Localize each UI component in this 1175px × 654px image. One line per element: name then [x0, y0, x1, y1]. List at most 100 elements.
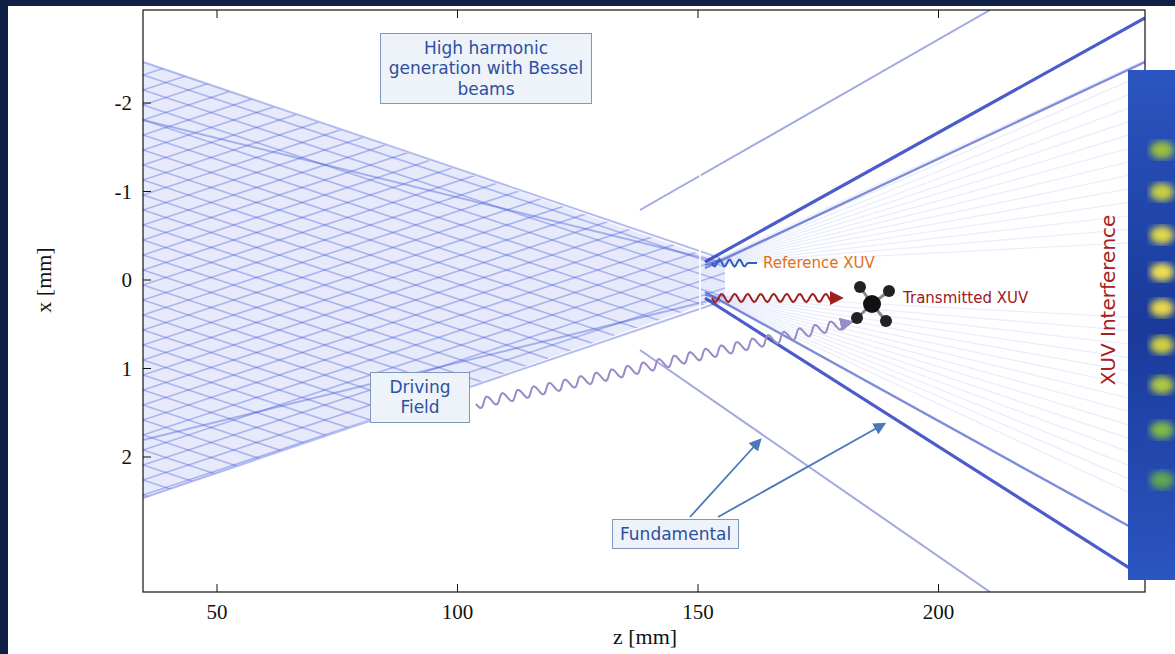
carbon-atom: [863, 295, 881, 313]
mesh-line: [143, 10, 725, 195]
tick-mark: [143, 457, 151, 458]
mesh-line: [143, 408, 725, 592]
envelope-line: [143, 120, 720, 262]
leader-arrow: [718, 424, 884, 517]
tick-label: 100: [442, 600, 474, 625]
fan-line: [705, 295, 1145, 500]
tick-mark: [143, 368, 151, 369]
tick-mark: [698, 584, 699, 592]
fundamental-beam: [705, 62, 1145, 268]
fan-line: [705, 295, 1145, 430]
mesh-line: [143, 555, 725, 592]
molecule: [851, 281, 895, 327]
fan-line: [705, 295, 1145, 458]
fan-line: [705, 60, 1145, 265]
fundamental-beam: [705, 292, 1145, 535]
core-glow: [225, 259, 705, 266]
tick-mark: [938, 10, 939, 18]
tick-label: -2: [115, 91, 133, 116]
tick-mark: [698, 10, 699, 18]
aperture-line: [699, 100, 701, 390]
fan-line: [705, 88, 1145, 265]
mesh-line: [143, 570, 725, 592]
beam-intensity-map: [143, 10, 1145, 592]
label-box: Driving Field: [370, 372, 470, 423]
mesh-line: [143, 18, 725, 210]
fan-line: [705, 295, 1145, 472]
beam-label: Reference XUV: [763, 254, 875, 272]
mesh-line: [143, 315, 725, 507]
interference-panel: [1128, 70, 1175, 580]
interference-fringe: [1150, 183, 1174, 201]
fundamental-beam: [640, 10, 990, 210]
hydrogen-atom: [883, 285, 895, 297]
tick-label: 200: [923, 600, 955, 625]
mesh-line: [143, 273, 725, 465]
box-text: Driving Field: [378, 377, 462, 418]
interference-fringe: [1150, 336, 1174, 354]
fan-line: [705, 144, 1145, 265]
fan-line: [705, 158, 1145, 265]
mesh-line: [143, 10, 725, 162]
tick-mark: [938, 584, 939, 592]
interference-fringe: [1150, 299, 1174, 317]
hydrogen-atom: [854, 281, 866, 293]
mesh-line: [143, 588, 725, 592]
mesh-line: [143, 288, 725, 480]
fan-line: [705, 102, 1145, 265]
tick-label: 1: [122, 356, 133, 381]
mesh-line: [143, 78, 725, 270]
mesh-line: [143, 10, 725, 30]
fundamental-beam: [705, 18, 1145, 262]
beam-envelope: [143, 62, 725, 498]
mesh-line: [143, 435, 725, 592]
core-streak: [225, 261, 705, 264]
panel-label: XUV Interference: [1096, 215, 1120, 386]
fan-line: [705, 130, 1145, 265]
fan-line: [705, 172, 1145, 265]
mesh-line: [143, 10, 725, 117]
driving-field-wave: [476, 322, 851, 408]
mesh-line: [143, 10, 725, 27]
mesh-line: [143, 348, 725, 540]
box-text: Fundamental: [620, 524, 731, 544]
fan-line: [705, 295, 1145, 444]
mesh-line: [143, 228, 725, 420]
tick-label: 150: [682, 600, 714, 625]
mesh-line: [143, 573, 725, 592]
mesh-line: [143, 10, 725, 15]
hydrogen-atom: [851, 312, 863, 324]
tick-mark: [217, 10, 218, 18]
tick-mark: [143, 191, 151, 192]
mesh-line: [143, 585, 725, 592]
tick-mark: [217, 584, 218, 592]
hydrogen-atom: [880, 315, 892, 327]
mesh-line: [143, 198, 725, 390]
transmitted-xuv-wave: [712, 294, 841, 302]
mesh-line: [143, 33, 725, 225]
leader-arrow: [690, 440, 760, 517]
title-box: High harmonic generation with Bessel bea…: [380, 33, 592, 104]
mesh-line: [143, 183, 725, 375]
mesh-line: [143, 330, 725, 522]
mesh-line: [143, 10, 725, 150]
mesh-line: [143, 258, 725, 450]
axis-title: x [mm]: [31, 247, 57, 312]
interference-image: [1128, 70, 1175, 580]
mesh-line: [143, 10, 725, 192]
beam-label: Transmitted XUV: [903, 289, 1028, 307]
interference-fringe: [1150, 376, 1174, 394]
mesh-line: [143, 255, 725, 447]
interference-fringe: [1150, 226, 1174, 244]
tick-mark: [457, 584, 458, 592]
envelope-line: [143, 302, 720, 498]
mesh-line: [143, 405, 725, 592]
tick-label: -1: [115, 179, 133, 204]
mesh-line: [143, 168, 725, 360]
tick-mark: [143, 103, 151, 104]
fan-line: [705, 295, 1145, 416]
tick-label: 0: [122, 268, 133, 293]
envelope-line: [143, 298, 720, 440]
